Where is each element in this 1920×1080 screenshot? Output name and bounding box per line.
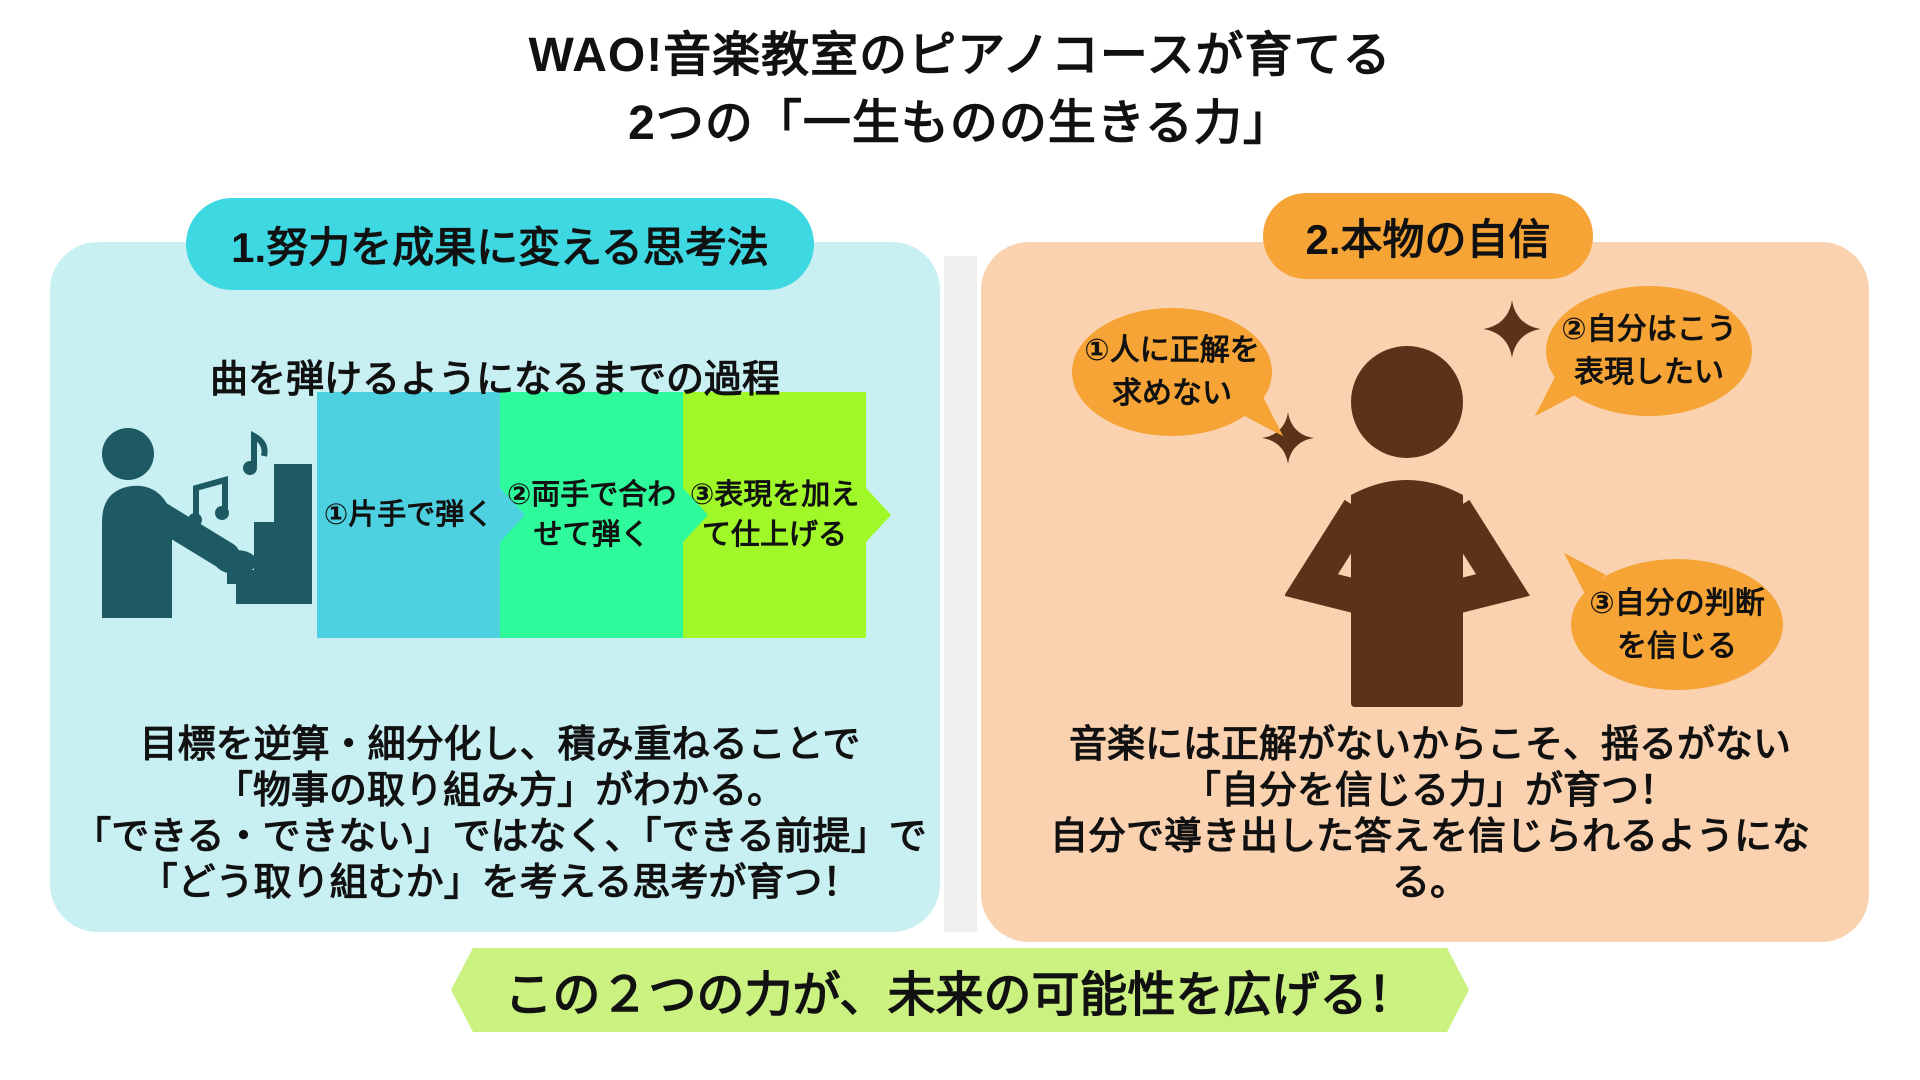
process-steps: ①片手で弾く ②両手で合わ せて弾く ③表現を加え て仕上げる xyxy=(317,392,891,638)
bubble-line: ③自分の判断 xyxy=(1589,586,1765,620)
bubble-line: ①人に正解を xyxy=(1084,334,1260,367)
description-line: 音楽には正解がないからこそ、揺るがない xyxy=(1068,724,1791,766)
bubble-line: 求めない xyxy=(1112,377,1232,410)
step-play-both-hands: ②両手で合わ せて弾く xyxy=(500,392,708,638)
right-panel-badge: 2.本物の自信 xyxy=(1263,193,1593,279)
step-label: ③表現を加え xyxy=(689,479,860,511)
step-label: ②両手で合わ xyxy=(506,479,677,511)
title-line-1: WAO!音楽教室のピアノコースが育てる xyxy=(528,29,1392,82)
description-line: 「できる・できない」ではなく、「できる前提」で xyxy=(73,816,927,858)
step-label: せて弾く xyxy=(533,519,650,551)
piano-player-icon xyxy=(102,428,312,618)
confident-person-icon xyxy=(1285,346,1530,707)
step-add-expression: ③表現を加え て仕上げる xyxy=(683,392,891,638)
bubble-line: を信じる xyxy=(1617,629,1737,663)
title-line-2: 2つの「一生ものの生きる力」 xyxy=(628,97,1292,150)
sparkle-icon xyxy=(1483,300,1541,358)
footer-ribbon: この２つの力が、未来の可能性を広げる！ xyxy=(451,948,1469,1032)
left-panel-description: 目標を逆算・細分化し、積み重ねることで 「物事の取り組み方」がわかる。 「できる… xyxy=(55,722,945,906)
speech-bubble-self-expression: ②自分はこう 表現したい xyxy=(1527,286,1752,428)
ribbon-label: この２つの力が、未来の可能性を広げる！ xyxy=(504,969,1416,1022)
sparkle-icon xyxy=(1262,412,1314,464)
speech-bubble-trust-judgement: ③自分の判断 を信じる xyxy=(1556,541,1783,690)
bubble-line: 表現したい xyxy=(1574,356,1724,389)
right-panel-description: 音楽には正解がないからこそ、揺るがない 「自分を信じる力」が育つ！ 自分で導き出… xyxy=(1010,722,1850,906)
step-label: て仕上げる xyxy=(701,519,847,551)
step-label: ①片手で弾く xyxy=(323,499,494,531)
panel-divider xyxy=(944,256,977,932)
description-line: 自分で導き出した答えを信じられるようにな xyxy=(1049,816,1810,858)
speech-bubble-no-answer-seeking: ①人に正解を 求めない xyxy=(1072,308,1291,448)
bubble-line: ②自分はこう xyxy=(1561,313,1737,346)
description-line: 「物事の取り組み方」がわかる。 xyxy=(214,770,785,812)
left-panel-badge: 1.努力を成果に変える思考法 xyxy=(186,198,814,290)
page-title: WAO!音楽教室のピアノコースが育てる 2つの「一生ものの生きる力」 xyxy=(0,22,1920,158)
process-heading: 曲を弾けるようになるまでの過程 xyxy=(209,359,780,401)
description-line: る。 xyxy=(1391,862,1468,904)
description-line: 目標を逆算・細分化し、積み重ねることで xyxy=(139,724,861,766)
description-line: 「自分を信じる力」が育つ！ xyxy=(1182,770,1677,812)
step-play-one-hand: ①片手で弾く xyxy=(317,392,525,638)
description-line: 「どう取り組むか」を考える思考が育つ！ xyxy=(139,862,861,904)
